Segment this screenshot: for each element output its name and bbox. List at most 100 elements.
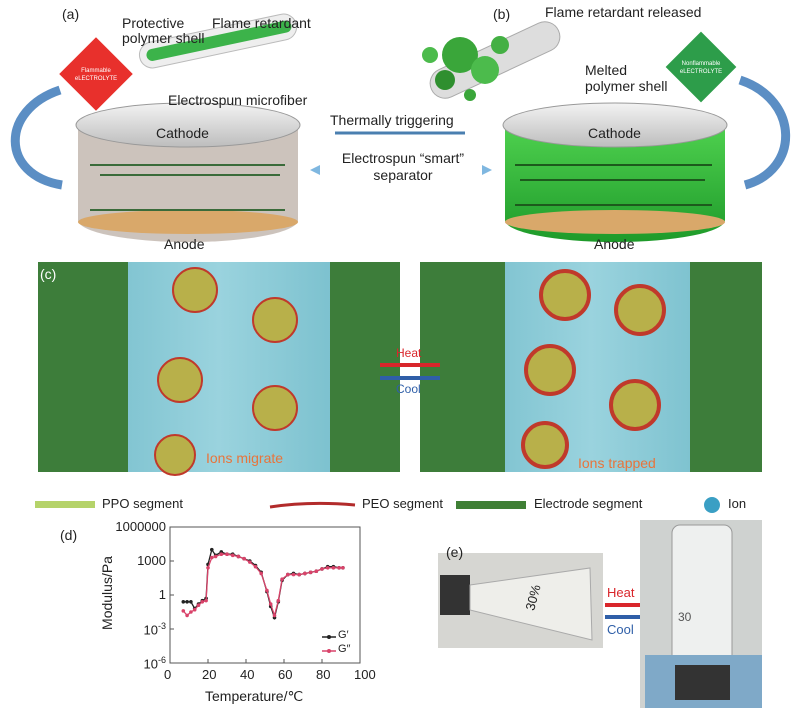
x-tick-label: 100 [354, 667, 376, 682]
small-arrow-right [482, 165, 492, 175]
data-point [325, 566, 330, 570]
y-tick-label: 10-3 [143, 621, 166, 638]
data-point [314, 569, 319, 573]
separator-label: Electrospun “smart”separator [338, 150, 468, 184]
legend-ppo: PPO segment [102, 496, 183, 511]
melted-line2: polymer shell [585, 78, 668, 94]
data-point [268, 602, 273, 606]
battery-b [502, 102, 728, 242]
data-point [196, 603, 201, 607]
cool-label-e: Cool [607, 622, 634, 637]
diamond-a-line2: eLECTROLYTE [74, 76, 118, 82]
anode-label-b: Anode [594, 236, 635, 252]
series-line-1 [182, 553, 343, 618]
data-point [181, 600, 186, 604]
electrode-swatch [456, 501, 526, 509]
data-point [331, 566, 336, 570]
x-tick-label: 60 [278, 667, 293, 682]
data-point [291, 572, 296, 577]
data-point [320, 567, 324, 571]
data-point [337, 566, 341, 570]
y-tick-label: 1 [158, 587, 166, 602]
x-tick-label: 20 [202, 667, 217, 682]
shell-line2: polymer shell [122, 30, 205, 46]
curved-arrow-b [738, 75, 791, 190]
ppo-swatch [35, 501, 95, 508]
data-point [204, 598, 208, 603]
cool-label-c: Cool [396, 382, 421, 396]
plot-frame [169, 526, 361, 664]
flammable-diamond [59, 37, 133, 111]
peo-swatch [269, 501, 356, 509]
heat-label-e: Heat [607, 585, 635, 600]
diamond-b-line2: eLECTROLYTE [679, 69, 723, 75]
ions-trapped-caption: Ions trapped [578, 455, 656, 471]
data-point [242, 556, 246, 561]
retardant-label: Flame retardant [212, 15, 311, 31]
data-point [185, 613, 189, 618]
data-point [210, 555, 214, 560]
data-point [341, 566, 345, 570]
legend-ion: Ion [728, 496, 747, 511]
data-point [219, 552, 224, 556]
panel-label-c: (c) [40, 266, 57, 282]
legend-peo: PEO segment [362, 496, 443, 511]
y-tick-label: 10-6 [143, 655, 166, 672]
data-point [236, 554, 241, 559]
y-axis-label: Modulus/Pa [98, 556, 115, 630]
x-tick-label: 80 [316, 667, 331, 682]
y-tick-label: 1000000 [115, 519, 166, 534]
data-point [185, 600, 189, 604]
x-tick-label: 0 [164, 667, 172, 682]
ions-trapped-image [420, 262, 762, 472]
fiber-a [138, 13, 298, 69]
ions-migrate-image [38, 262, 400, 476]
ions-migrate-caption: Ions migrate [206, 450, 284, 466]
vial-text: 30 [678, 610, 692, 624]
data-point [181, 609, 186, 613]
shell-line1: Protective [122, 15, 185, 31]
separator-line1: Electrospun “smart” [341, 150, 465, 166]
data-point [230, 553, 235, 558]
data-point [272, 613, 277, 618]
separator-line2: separator [373, 167, 433, 183]
melted-line1: Melted [585, 62, 628, 78]
data-point [253, 564, 258, 569]
vial-photo-right [640, 520, 762, 708]
microfiber-label: Electrospun microfiber [168, 92, 308, 108]
legend-marker [327, 635, 331, 639]
data-point [297, 572, 302, 577]
data-point [308, 570, 313, 575]
battery-a [75, 102, 301, 242]
anode-label-a: Anode [164, 236, 205, 252]
ion-swatch [704, 497, 720, 513]
data-point [248, 560, 252, 564]
data-point [200, 600, 205, 604]
x-axis-label: Temperature/℃ [205, 688, 304, 704]
modulus-chart [169, 526, 361, 664]
legend-electrode: Electrode segment [534, 496, 643, 511]
released-label: Flame retardant released [545, 4, 702, 20]
flammable-text: Flammable eLECTROLYTE [70, 67, 122, 83]
data-point [206, 566, 210, 570]
data-point [286, 572, 290, 577]
cathode-label-a: Cathode [156, 125, 209, 141]
diamond-b-line1: Nonflammable [681, 61, 721, 67]
y-tick-label: 1000 [137, 553, 166, 568]
data-point [210, 547, 214, 552]
x-tick-label: 40 [240, 667, 255, 682]
heat-label-c: Heat [396, 346, 422, 360]
legend-label: G″ [338, 643, 351, 655]
melted-fiber [422, 21, 561, 101]
data-point [192, 607, 197, 612]
data-point [280, 577, 284, 581]
data-point [259, 571, 264, 576]
nonflammable-text: Nonflammable eLECTROLYTE [676, 60, 726, 76]
data-point [303, 571, 307, 576]
data-point [276, 598, 281, 603]
diamond-a-line1: Flammable [81, 68, 111, 74]
